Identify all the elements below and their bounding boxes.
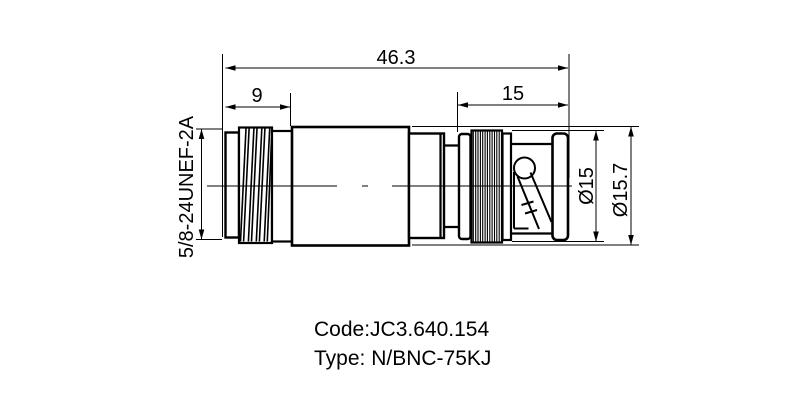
dimension-lines bbox=[196, 54, 639, 246]
dim-coupling-diameter-label: Ø15 bbox=[576, 167, 598, 205]
arrow-15-left bbox=[458, 102, 468, 108]
n-connector-lip bbox=[224, 131, 241, 239]
bayonet-slot-circle bbox=[513, 156, 536, 180]
dimension-arrows bbox=[198, 65, 634, 245]
caption-type: Type: N/BNC-75KJ bbox=[314, 347, 491, 370]
dim-bnc-section-length-label: 15 bbox=[502, 83, 524, 105]
ext-lines-dia15-7 bbox=[412, 126, 639, 246]
arrow-thread-spec-top bbox=[198, 129, 205, 139]
bayonet-sleeve bbox=[511, 142, 552, 235]
caption-code: Code:JC3.640.154 bbox=[314, 318, 489, 341]
bnc-ring-rear bbox=[501, 132, 513, 242]
arrow-dia15-bottom bbox=[593, 231, 599, 242]
dim-overall-length-label: 46.3 bbox=[377, 47, 416, 69]
arrow-9-right bbox=[280, 104, 290, 110]
arrow-dia15-7-top bbox=[628, 126, 634, 137]
thread-spec-label: 5/8-24UNEF-2A bbox=[176, 115, 198, 258]
arrow-46-3-left bbox=[225, 65, 236, 71]
arrow-46-3-right bbox=[558, 65, 568, 71]
bnc-bayonet-slot bbox=[513, 156, 553, 230]
dim-n-section-length-label: 9 bbox=[251, 85, 262, 107]
ext-lines-thread-spec bbox=[196, 128, 222, 240]
ext-lines-dia15 bbox=[512, 130, 604, 242]
dim-body-diameter-label: Ø15.7 bbox=[610, 163, 632, 217]
arrow-15-right bbox=[558, 102, 568, 108]
thread-hatching bbox=[239, 128, 273, 242]
bayonet-slot-ramp bbox=[513, 172, 553, 230]
arrow-9-left bbox=[225, 104, 236, 110]
bnc-end-cap bbox=[551, 132, 570, 242]
arrow-dia15-7-bottom bbox=[628, 235, 634, 245]
arrow-thread-spec-bottom bbox=[198, 229, 205, 240]
arrow-dia15-top bbox=[593, 130, 599, 141]
